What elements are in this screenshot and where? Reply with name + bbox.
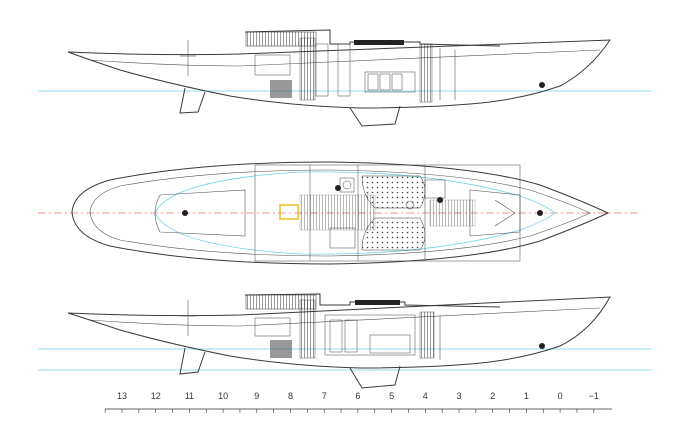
scale-label: 8: [288, 391, 293, 401]
hull-outline-bottom: [67, 296, 611, 369]
scale-label: 1: [524, 391, 529, 401]
scale-label: 0: [558, 391, 563, 401]
settee-port: [361, 175, 426, 209]
scale-ticks: [104, 409, 595, 413]
scale-label: 10: [218, 391, 228, 401]
settee-stbd: [361, 217, 426, 251]
keel-top: [349, 105, 401, 127]
scale-label: −1: [589, 391, 599, 401]
scale-label: 6: [355, 391, 360, 401]
highlighted-fitting: [279, 204, 299, 220]
scale-label: 9: [254, 391, 259, 401]
scale-label: 3: [456, 391, 461, 401]
hull-outline-top: [67, 39, 611, 109]
cabin-sole: [299, 194, 476, 231]
waterline-plan: [154, 171, 556, 255]
scale-label: 4: [423, 391, 428, 401]
profile-view-top: [38, 29, 652, 127]
scale-label: 11: [185, 391, 194, 401]
scale-label: 12: [151, 391, 161, 401]
keel-bottom: [349, 365, 401, 389]
scale-label: 13: [117, 391, 127, 401]
plan-view: [38, 161, 640, 265]
scale-label: 5: [389, 391, 394, 401]
profile-view-bottom: [38, 293, 652, 389]
scale-label: 7: [322, 391, 327, 401]
rudder-top: [179, 87, 206, 114]
rudder-bottom: [179, 347, 206, 375]
deck-outline-plan: [71, 161, 610, 265]
scale-label: 2: [490, 391, 495, 401]
